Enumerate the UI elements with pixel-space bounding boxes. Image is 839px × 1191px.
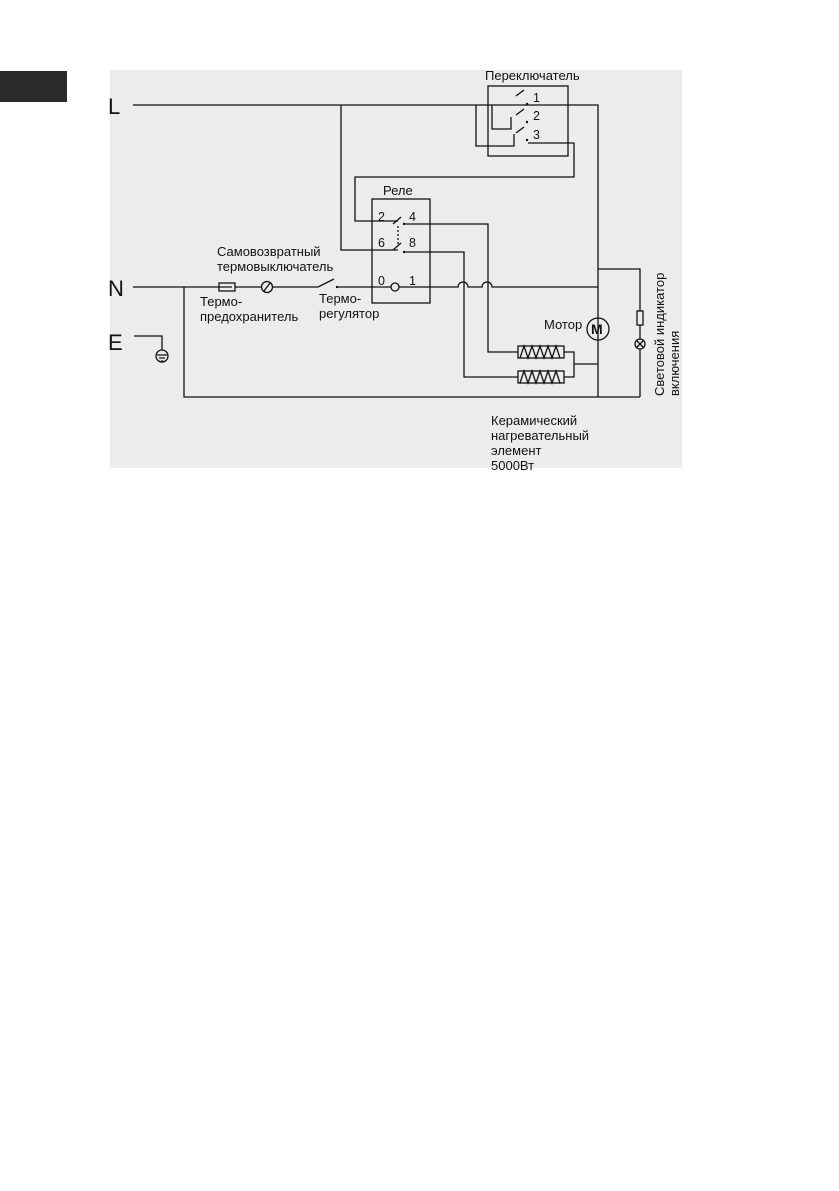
heater-element-upper: [517, 343, 565, 361]
relay-contacts: [390, 216, 406, 292]
relay-contact-1: 1: [409, 274, 416, 288]
line-l-wire: [133, 104, 599, 287]
self-reset-slash: [263, 282, 271, 292]
relay-contact-6: 6: [378, 236, 385, 250]
line-l-branch-to-relay-6: [340, 105, 398, 251]
terminal-n-label: N: [108, 276, 124, 301]
switch-position-1: 1: [533, 91, 540, 105]
switch-contacts: [475, 89, 529, 147]
thermostat-label-1: Термо-: [319, 291, 361, 306]
motor-symbol: [586, 317, 610, 341]
switch-label: Переключатель: [485, 68, 580, 83]
indicator-resistor: [636, 310, 644, 326]
relay-contact-8: 8: [409, 236, 416, 250]
relay-label: Реле: [383, 183, 413, 198]
heater-label-1: Керамический: [491, 413, 577, 428]
ground-icon: [155, 349, 169, 363]
terminal-e-label: E: [108, 330, 123, 355]
terminal-l-label: L: [108, 94, 120, 119]
thermostat-label-2: регулятор: [319, 306, 379, 321]
relay-4-to-heater-upper: [404, 223, 518, 353]
relay-contact-4: 4: [409, 210, 416, 224]
page-tab-marker: [0, 71, 67, 102]
return-wire: [183, 287, 640, 398]
self-reset-label-1: Самовозвратный: [217, 244, 321, 259]
earth-wire: [134, 335, 163, 350]
fuse-label-2: предохранитель: [200, 309, 298, 324]
indicator-top-wire: [598, 268, 641, 311]
heater-element-lower: [517, 368, 565, 386]
switch-position-3: 3: [533, 128, 540, 142]
indicator-label-2: включения: [667, 331, 682, 396]
heater-label-4: 5000Вт: [491, 458, 534, 473]
relay-box: [371, 198, 431, 304]
switch-position-2: 2: [533, 109, 540, 123]
relay-contact-2: 2: [378, 210, 385, 224]
relay-8-to-heater-lower: [404, 251, 518, 378]
indicator-label-1: Световой индикатор: [652, 273, 667, 396]
motor-symbol-letter: M: [591, 321, 603, 337]
fuse-label-1: Термо-: [200, 294, 242, 309]
relay-1-to-rail-wire: [399, 281, 598, 288]
heater-label-3: элемент: [491, 443, 542, 458]
heater-bridge: [564, 351, 575, 378]
motor-label: Мотор: [544, 317, 582, 332]
self-reset-label-2: термовыключатель: [217, 259, 333, 274]
heater-label-2: нагревательный: [491, 428, 589, 443]
relay-contact-0: 0: [378, 274, 385, 288]
indicator-lamp-icon: [634, 338, 646, 350]
switch-box: [487, 85, 569, 157]
diagram-background: [110, 70, 682, 468]
thermostat-contact: [317, 278, 335, 288]
switch-to-relay-2-wire: [354, 142, 575, 222]
